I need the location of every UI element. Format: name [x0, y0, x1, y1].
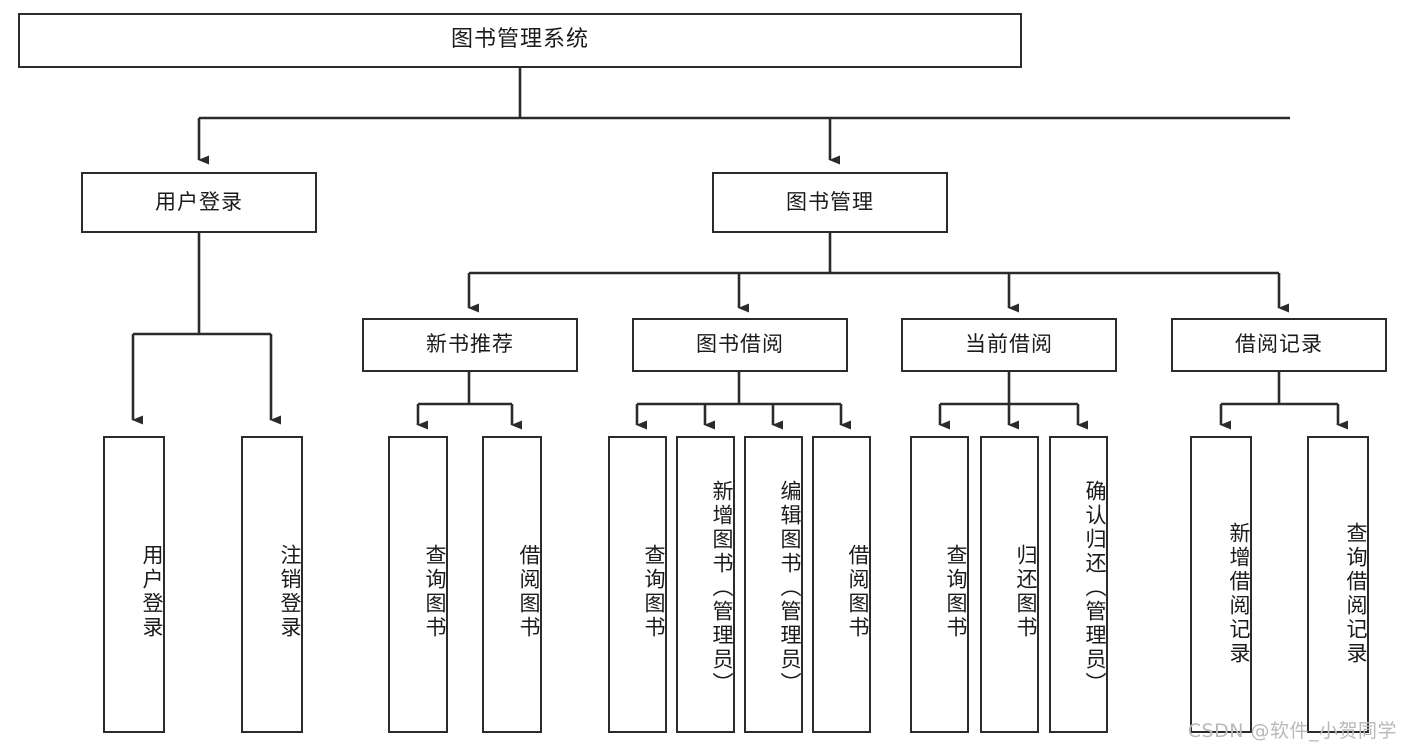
leaf-label: 查询图书	[642, 543, 666, 640]
leaf-label: 查询借阅记录	[1344, 521, 1368, 666]
leaf-confirm-return-admin[interactable]: 确认归还（管理员）	[1049, 436, 1108, 733]
leaf-user-login[interactable]: 用户登录	[103, 436, 165, 733]
node-root-system[interactable]: 图书管理系统	[18, 13, 1022, 68]
leaf-label: 确认归还（管理员）	[1083, 479, 1107, 696]
node-borrow-record[interactable]: 借阅记录	[1171, 318, 1387, 372]
node-current-borrow[interactable]: 当前借阅	[901, 318, 1117, 372]
leaf-label: 查询图书	[944, 543, 968, 640]
node-user-login[interactable]: 用户登录	[81, 172, 317, 233]
leaf-edit-book-admin[interactable]: 编辑图书（管理员）	[744, 436, 803, 733]
leaf-label: 用户登录	[140, 543, 164, 640]
leaf-label: 归还图书	[1014, 543, 1038, 640]
leaf-add-book-admin[interactable]: 新增图书（管理员）	[676, 436, 735, 733]
node-new-book-recommend[interactable]: 新书推荐	[362, 318, 578, 372]
leaf-borrow-book-2[interactable]: 借阅图书	[812, 436, 871, 733]
leaf-return-book[interactable]: 归还图书	[980, 436, 1039, 733]
leaf-query-borrow-record[interactable]: 查询借阅记录	[1307, 436, 1369, 733]
leaf-label: 新增图书（管理员）	[710, 479, 734, 696]
leaf-label: 借阅图书	[517, 543, 541, 640]
watermark-csdn: CSDN @软件_小贺同学	[1187, 720, 1397, 742]
leaf-borrow-book-1[interactable]: 借阅图书	[482, 436, 542, 733]
leaf-user-logout[interactable]: 注销登录	[241, 436, 303, 733]
leaf-label: 注销登录	[278, 543, 302, 640]
node-book-borrow[interactable]: 图书借阅	[632, 318, 848, 372]
leaf-label: 借阅图书	[846, 543, 870, 640]
leaf-query-book-2[interactable]: 查询图书	[608, 436, 667, 733]
leaf-query-book-3[interactable]: 查询图书	[910, 436, 969, 733]
node-book-manage[interactable]: 图书管理	[712, 172, 948, 233]
leaf-add-borrow-record[interactable]: 新增借阅记录	[1190, 436, 1252, 733]
leaf-label: 查询图书	[423, 543, 447, 640]
leaf-label: 编辑图书（管理员）	[778, 479, 802, 696]
leaf-query-book-1[interactable]: 查询图书	[388, 436, 448, 733]
leaf-label: 新增借阅记录	[1227, 521, 1251, 666]
